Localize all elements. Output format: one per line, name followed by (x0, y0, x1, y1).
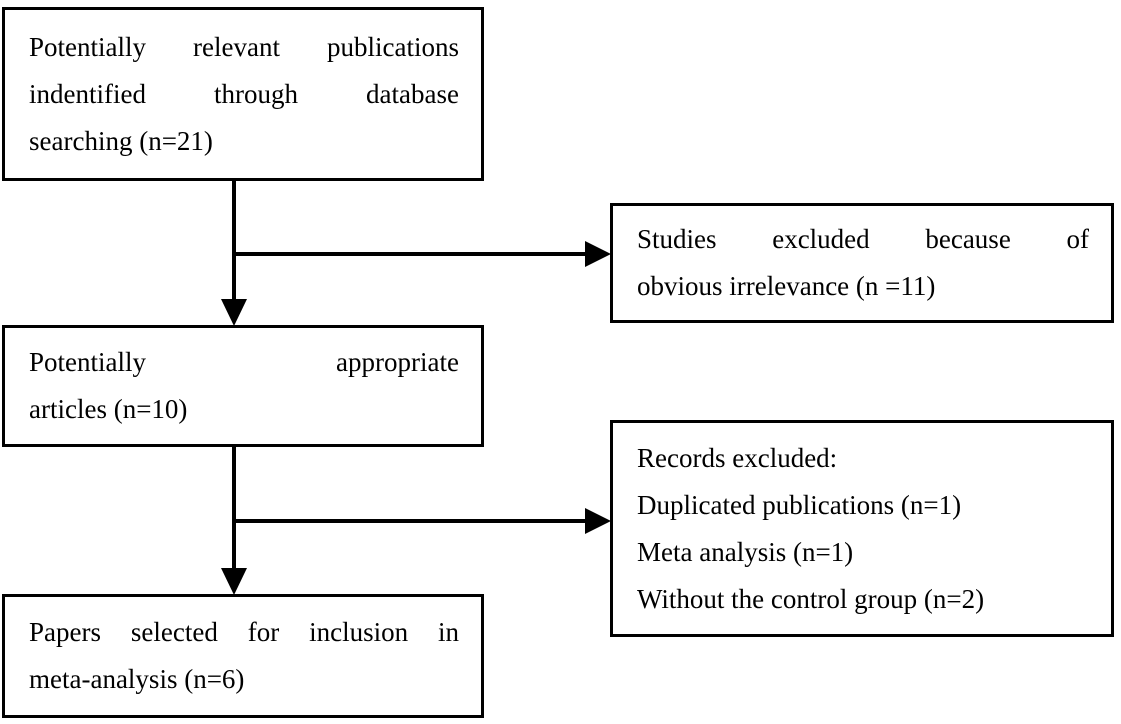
node-potentially-appropriate-articles[interactable]: Potentially appropriate articles (n=10) (2, 325, 484, 447)
node-excluded-obvious-line-2: obvious irrelevance (n =11) (637, 271, 936, 301)
node-appropriate-line-1: Potentially appropriate (29, 347, 459, 377)
node-selected-line-2: meta-analysis (n=6) (29, 664, 245, 694)
node-identified-text: Potentially relevant publications indent… (5, 24, 481, 165)
node-identified-line-2: indentified through database (29, 78, 459, 109)
node-records-excluded[interactable]: Records excluded: Duplicated publication… (610, 420, 1114, 637)
node-identified-line-3: searching (n=21) (29, 125, 213, 156)
node-selected-line-1: Papers selected for inclusion in (29, 617, 459, 647)
node-excluded-records-line-2: Duplicated publications (n=1) (637, 489, 962, 520)
node-excluded-records-line-4: Without the control group (n=2) (637, 583, 985, 614)
node-appropriate-line-2: articles (n=10) (29, 394, 188, 424)
edge-identified-to-appropriate (221, 181, 247, 326)
node-excluded-obvious-line-1: Studies excluded because of (637, 224, 1089, 254)
node-papers-selected-for-inclusion[interactable]: Papers selected for inclusion in meta-an… (2, 594, 484, 718)
node-excluded-records-line-1: Records excluded: (637, 442, 838, 473)
node-excluded-records-text: Records excluded: Duplicated publication… (613, 435, 1111, 623)
node-selected-text: Papers selected for inclusion in meta-an… (5, 609, 481, 703)
node-appropriate-text: Potentially appropriate articles (n=10) (5, 339, 481, 433)
node-excluded-obvious-text: Studies excluded because of obvious irre… (613, 216, 1111, 310)
node-potentially-relevant-publications[interactable]: Potentially relevant publications indent… (2, 7, 484, 181)
node-identified-line-1: Potentially relevant publications (29, 31, 459, 62)
edge-identified-to-excluded-obvious (234, 241, 611, 267)
edge-appropriate-to-selected (221, 447, 247, 595)
node-studies-excluded-obvious-irrelevance[interactable]: Studies excluded because of obvious irre… (610, 203, 1114, 323)
edge-appropriate-to-excluded-records (234, 508, 611, 534)
node-excluded-records-line-3: Meta analysis (n=1) (637, 536, 854, 567)
